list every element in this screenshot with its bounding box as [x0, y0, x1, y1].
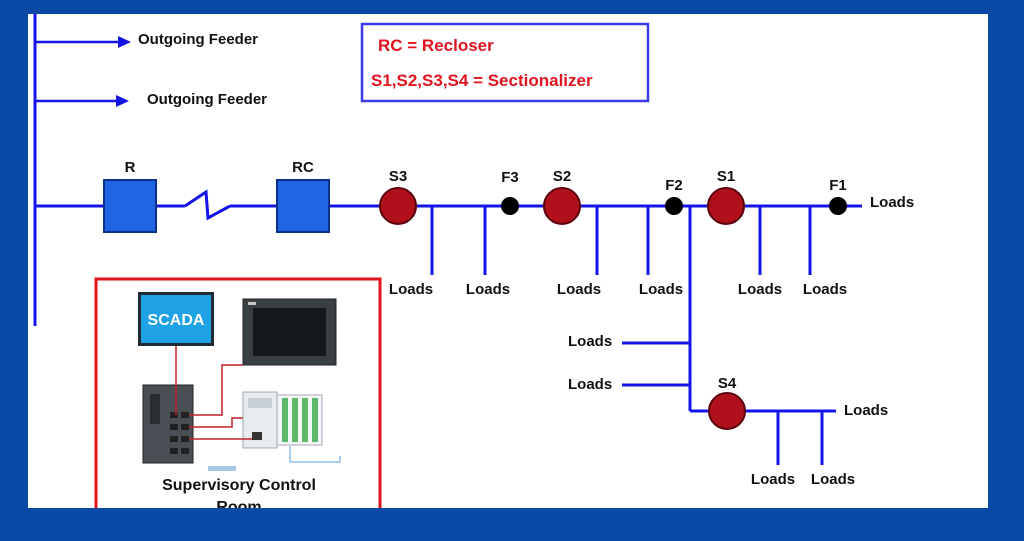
- load-label-s4-a: Loads: [751, 471, 795, 488]
- load-label-s2-a: Loads: [557, 281, 601, 298]
- outgoing-feeder-label-1: Outgoing Feeder: [138, 31, 258, 48]
- network-switch-icon: [142, 384, 194, 464]
- sectionalizer-s4: S4: [708, 375, 746, 430]
- sectionalizer-s3-label: S3: [389, 168, 407, 185]
- sectionalizer-s2-label: S2: [553, 168, 571, 185]
- load-label-s1-a: Loads: [738, 281, 782, 298]
- hmi-panel-icon: [242, 298, 337, 366]
- outgoing-feeder-2: Outgoing Feeder: [35, 91, 267, 108]
- fuse-f3-label: F3: [501, 169, 519, 186]
- load-label-s2-b: Loads: [639, 281, 683, 298]
- sectionalizer-s4-label: S4: [718, 375, 737, 392]
- sectionalizer-s1: S1: [707, 168, 745, 225]
- recloser-rc-label: RC: [292, 159, 314, 176]
- load-label-main-end: Loads: [870, 194, 914, 211]
- fuse-f2-label: F2: [665, 177, 683, 194]
- fuse-f2: F2: [665, 177, 683, 215]
- recloser-r: R: [103, 159, 157, 233]
- fuse-f1-label: F1: [829, 177, 847, 194]
- fuse-f3: F3: [501, 169, 519, 215]
- legend-box: RC = Recloser S1,S2,S3,S4 = Sectionalize…: [360, 22, 650, 103]
- load-label-branch-b: Loads: [568, 376, 612, 393]
- outgoing-feeder-label-2: Outgoing Feeder: [147, 91, 267, 108]
- outgoing-feeder-1: Outgoing Feeder: [35, 31, 258, 48]
- load-label-branch-a: Loads: [568, 333, 612, 350]
- scada-label: SCADA: [148, 312, 205, 329]
- control-wiring: [175, 346, 252, 440]
- load-label-s4-end: Loads: [844, 402, 888, 419]
- frame-bottom: [0, 508, 1024, 536]
- recloser-r-label: R: [125, 159, 136, 176]
- control-room-caption-1: Supervisory Control: [162, 477, 316, 494]
- control-room: SCADA: [94, 277, 382, 521]
- load-labels: Loads Loads Loads Loads Loads Loads Load…: [389, 194, 914, 488]
- scada-monitor: SCADA: [138, 292, 214, 346]
- load-label-s3-a: Loads: [389, 281, 433, 298]
- sectionalizer-s2: S2: [543, 168, 581, 225]
- recloser-rc: RC: [276, 159, 330, 233]
- load-label-s3-b: Loads: [466, 281, 510, 298]
- legend-recloser: RC = Recloser: [378, 36, 494, 55]
- sectionalizer-s3: S3: [379, 168, 417, 225]
- load-label-s1-b: Loads: [803, 281, 847, 298]
- fuse-f1: F1: [829, 177, 847, 215]
- sectionalizer-s1-label: S1: [717, 168, 735, 185]
- legend-sectionalizer: S1,S2,S3,S4 = Sectionalizer: [371, 71, 593, 90]
- load-label-s4-b: Loads: [811, 471, 855, 488]
